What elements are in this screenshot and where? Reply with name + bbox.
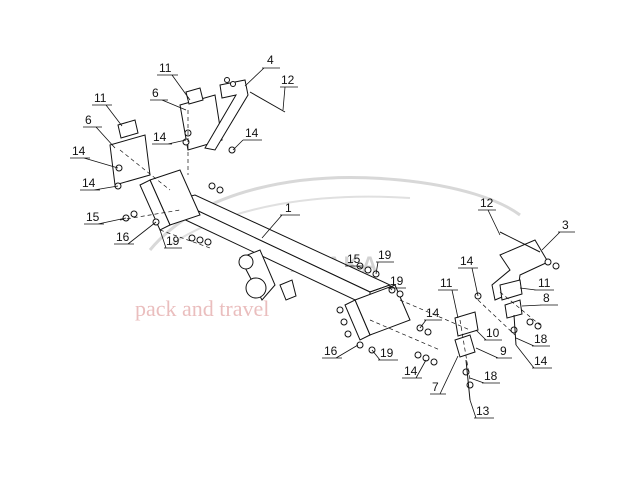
label-16-left: 16 [116, 230, 130, 244]
label-11-top: 11 [159, 61, 172, 75]
assembly-lines [119, 110, 541, 381]
label-19-mid: 19 [390, 274, 404, 288]
label-11-right-a: 11 [440, 276, 453, 290]
crossbar-part-1 [139, 169, 411, 341]
right-plates [454, 279, 523, 358]
label-4: 4 [267, 53, 274, 67]
label-16-right: 16 [324, 344, 338, 358]
label-14-g: 14 [534, 354, 548, 368]
label-6-left: 6 [85, 113, 92, 127]
label-9: 9 [500, 344, 507, 358]
label-1: 1 [285, 201, 292, 215]
arm-part-4 [204, 79, 286, 151]
label-7: 7 [432, 380, 439, 394]
label-12-right: 12 [480, 196, 494, 210]
watermark-tagline: pack and travel [135, 296, 269, 321]
label-14-b: 14 [245, 126, 259, 140]
label-19-left: 19 [166, 234, 180, 248]
label-15-left: 15 [86, 210, 100, 224]
label-10: 10 [486, 326, 500, 340]
label-14-d: 14 [82, 176, 96, 190]
label-19-bottom: 19 [380, 346, 394, 360]
label-3: 3 [562, 218, 569, 232]
label-14-c: 14 [72, 144, 86, 158]
label-14-a: 14 [153, 130, 167, 144]
label-18-lower: 18 [484, 369, 498, 383]
label-18-upper: 18 [534, 332, 548, 346]
label-13: 13 [476, 404, 490, 418]
label-11-right-b: 11 [538, 276, 551, 290]
label-11-left: 11 [94, 91, 107, 105]
label-8: 8 [543, 291, 550, 305]
label-19-top: 19 [378, 248, 392, 262]
label-14-f: 14 [426, 306, 440, 320]
label-6-top: 6 [152, 86, 159, 100]
label-15-right: 15 [347, 252, 361, 266]
label-12-top: 12 [281, 73, 295, 87]
label-14-h: 14 [404, 364, 418, 378]
label-14-e: 14 [460, 254, 474, 268]
callouts: 1 3 4 12 11 6 11 14 14 6 14 14 1 [70, 53, 575, 419]
